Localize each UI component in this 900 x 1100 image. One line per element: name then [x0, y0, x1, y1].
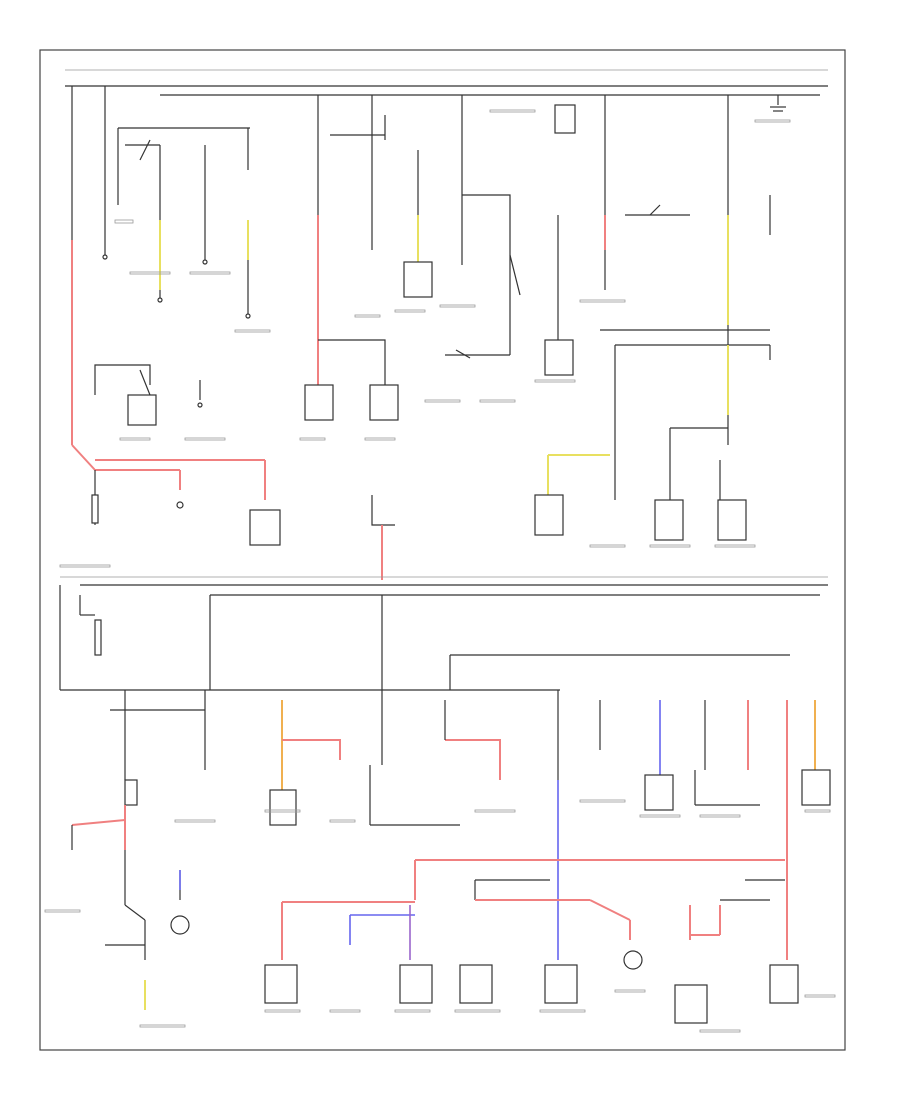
lower-center-components [269, 595, 501, 826]
central-controller [371, 495, 395, 580]
lower-left-components [71, 595, 211, 1010]
top-bus-lines [65, 69, 828, 96]
bottom-components [264, 859, 799, 1024]
ignition-switch-group [102, 127, 251, 319]
left-power-feeds [71, 86, 106, 445]
lower-right-components [557, 690, 831, 960]
battery-junction [71, 444, 281, 546]
starter-generator [94, 364, 203, 426]
component-labels [44, 109, 836, 1033]
mid-bus-lines [59, 576, 828, 691]
diagram-frame [39, 49, 846, 1051]
right-upper-modules [544, 95, 786, 376]
central-upper-modules [304, 95, 521, 421]
right-middle-bus [534, 329, 771, 541]
